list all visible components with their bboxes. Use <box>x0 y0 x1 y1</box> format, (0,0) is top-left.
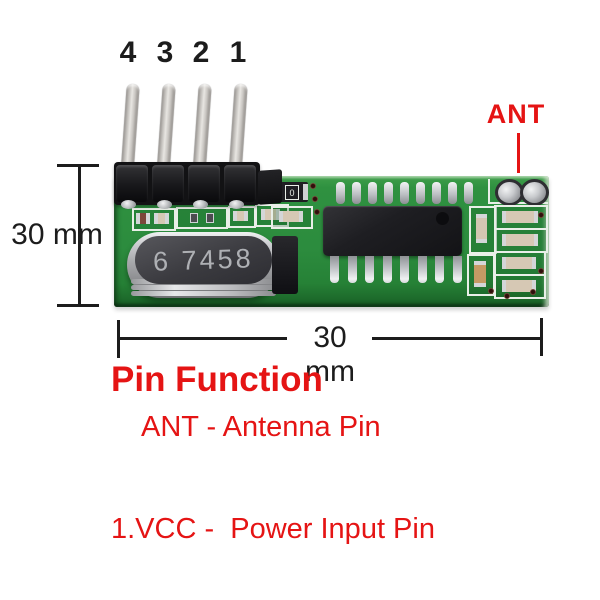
solder-joint <box>432 182 441 204</box>
solder-fillet <box>121 200 136 209</box>
antenna-pad <box>495 179 524 206</box>
solder-fillet <box>193 200 208 209</box>
smd-resistor <box>502 280 536 292</box>
pin-function-row-vcc: 1.VCC - Power Input Pin <box>111 513 435 545</box>
solder-joint <box>448 182 457 204</box>
via <box>310 183 316 189</box>
width-dimension-line-left <box>119 337 287 340</box>
width-dimension-tick-left <box>117 320 120 358</box>
ic-pin <box>348 256 357 283</box>
receiver-module-board: 0 6 7458 <box>114 176 549 307</box>
via <box>312 196 318 202</box>
smd-resistor-box <box>271 206 313 229</box>
smd-resistor <box>502 234 538 246</box>
smd-resistor-box <box>132 208 176 231</box>
smd-resistor <box>233 211 248 221</box>
smd-chip <box>206 213 214 223</box>
smd-zero-marking: 0 <box>285 185 299 200</box>
height-dimension-label: 30 mm <box>11 218 103 251</box>
solder-joint <box>352 182 361 204</box>
pin-header-segment <box>116 165 148 202</box>
ant-pointer-line <box>517 133 520 173</box>
via <box>488 288 494 294</box>
ic-pin1-dot <box>436 212 449 225</box>
ic-pin <box>453 256 462 283</box>
smd-resistor-box <box>228 206 256 228</box>
height-dimension-cap-bottom <box>57 304 99 307</box>
pin-header-end <box>258 169 282 205</box>
solder-fillet <box>157 200 172 209</box>
smd-resistor-box <box>469 206 497 254</box>
solder-joint <box>464 182 473 204</box>
pin-number-2: 2 <box>192 36 210 69</box>
smd-resistor <box>502 257 536 269</box>
width-dimension-line-right <box>372 337 542 340</box>
via <box>314 209 320 215</box>
solder-joint <box>368 182 377 204</box>
silkscreen-line <box>488 179 490 203</box>
solder-joint <box>384 182 393 204</box>
ic-pin <box>418 256 427 283</box>
pin-number-4: 4 <box>119 36 137 69</box>
crystal-ridge <box>131 291 276 296</box>
ic-pin <box>383 256 392 283</box>
pin-function-title: Pin Function <box>111 360 323 399</box>
solder-joint <box>400 182 409 204</box>
smd-cap <box>303 184 308 200</box>
pin-header-segment <box>224 165 256 202</box>
height-dimension-cap-top <box>57 164 99 167</box>
via <box>530 289 536 295</box>
pin-function-list: 1.VCC - Power Input Pin 2.DO - Data Outp… <box>111 456 470 600</box>
smd-resistor-box <box>494 228 548 253</box>
via <box>538 268 544 274</box>
via <box>538 212 544 218</box>
crystal-marking: 6 7458 <box>152 242 255 277</box>
smd-resistor <box>136 213 150 224</box>
smd-resistor <box>279 211 303 222</box>
crystal-holder <box>272 236 298 294</box>
solder-joint <box>336 182 345 204</box>
smd-resistor <box>476 214 487 243</box>
crystal-ridge <box>131 285 276 290</box>
pin-header-segment <box>152 165 184 202</box>
width-dimension-label: 30 mm <box>305 321 355 388</box>
smd-resistor <box>261 209 280 220</box>
smd-resistor-box <box>494 274 546 299</box>
ic-chip <box>323 206 462 256</box>
height-dimension-line <box>78 166 81 306</box>
ic-pin <box>400 256 409 283</box>
smd-chip <box>190 213 198 223</box>
solder-joint <box>416 182 425 204</box>
smd-component-box <box>176 207 228 229</box>
solder-fillet <box>229 200 244 209</box>
smd-capacitor <box>474 261 486 287</box>
pin-header-segment <box>188 165 220 202</box>
smd-resistor <box>154 213 169 224</box>
pin-number-1: 1 <box>229 36 247 69</box>
ic-pin <box>330 256 339 283</box>
smd-resistor <box>502 211 538 223</box>
via <box>504 293 510 299</box>
pin-number-3: 3 <box>156 36 174 69</box>
pin-function-ant-row: ANT - Antenna Pin <box>141 411 381 443</box>
crystal-top-face: 6 7458 <box>135 236 272 284</box>
ic-pin <box>365 256 374 283</box>
smd-resistor-box <box>494 251 546 276</box>
pin-header <box>114 162 260 205</box>
ic-pin <box>435 256 444 283</box>
ant-label: ANT <box>486 99 546 129</box>
antenna-pad <box>520 179 549 206</box>
